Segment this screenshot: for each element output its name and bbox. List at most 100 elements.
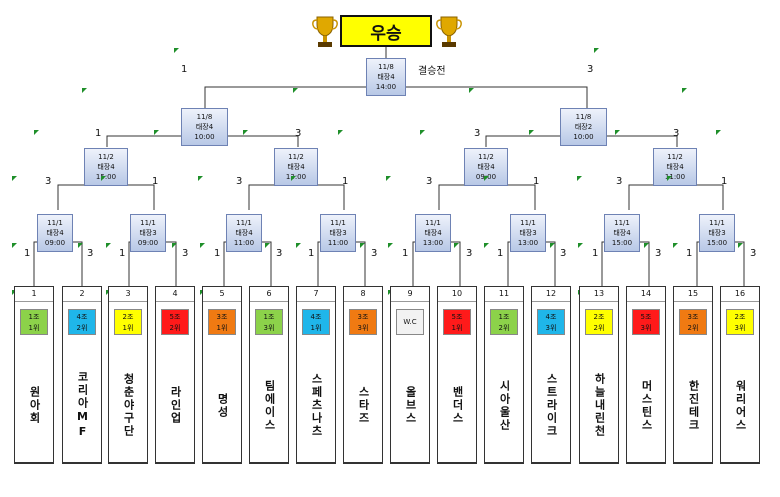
group-label: 5조 bbox=[640, 313, 652, 321]
marker-triangle bbox=[172, 243, 177, 248]
team-number: 2 bbox=[63, 287, 101, 302]
champion-box: 우승 bbox=[340, 15, 432, 47]
match-date: 11/2 bbox=[98, 153, 114, 161]
score-number: 1 bbox=[308, 248, 315, 259]
score-number: 3 bbox=[426, 176, 433, 187]
match-time: 13:00 bbox=[517, 239, 539, 247]
match-venue: 태장4 bbox=[424, 229, 442, 237]
score-number: 1 bbox=[119, 248, 126, 259]
score-number: 3 bbox=[616, 176, 623, 187]
marker-triangle bbox=[716, 130, 721, 135]
match-time: 15:00 bbox=[706, 239, 728, 247]
group-rank: 3위 bbox=[545, 324, 557, 332]
score-number: 1 bbox=[24, 248, 31, 259]
marker-triangle bbox=[529, 130, 534, 135]
score-number: 3 bbox=[466, 248, 473, 259]
score-number: 3 bbox=[87, 248, 94, 259]
team-name: 스타즈 bbox=[357, 386, 370, 425]
score-number: 1 bbox=[533, 176, 540, 187]
marker-triangle bbox=[386, 176, 391, 181]
group-rank: 2위 bbox=[169, 324, 181, 332]
score-number: 1 bbox=[686, 248, 693, 259]
group-rank: 1위 bbox=[451, 324, 463, 332]
marker-triangle bbox=[594, 48, 599, 53]
score-number: 1 bbox=[181, 64, 188, 75]
marker-triangle bbox=[577, 176, 582, 181]
team-name: 워리어스 bbox=[734, 379, 747, 432]
marker-triangle bbox=[101, 176, 106, 181]
match-time: 13:00 bbox=[285, 173, 307, 181]
marker-triangle bbox=[82, 88, 87, 93]
match-date: 11/1 bbox=[614, 219, 630, 227]
score-number: 3 bbox=[560, 248, 567, 259]
group-label: 1조 bbox=[28, 313, 40, 321]
team-name: 머스틴스 bbox=[640, 379, 653, 432]
group-label: 5조 bbox=[451, 313, 463, 321]
group-rank: 1위 bbox=[216, 324, 228, 332]
marker-triangle bbox=[243, 130, 248, 135]
match-date: 11/1 bbox=[330, 219, 346, 227]
match-date: 11/1 bbox=[236, 219, 252, 227]
score-number: 1 bbox=[497, 248, 504, 259]
score-number: 3 bbox=[45, 176, 52, 187]
group-rank: 1위 bbox=[310, 324, 322, 332]
match-date: 11/8 bbox=[196, 113, 213, 121]
team-number: 7 bbox=[297, 287, 335, 302]
marker-triangle bbox=[34, 130, 39, 135]
match-time: 15:00 bbox=[611, 239, 633, 247]
score-number: 3 bbox=[673, 128, 680, 139]
marker-triangle bbox=[550, 243, 555, 248]
team-name: 청춘야구단 bbox=[122, 373, 135, 438]
group-label: 4조 bbox=[545, 313, 557, 321]
group-label: 3조 bbox=[357, 313, 369, 321]
team-name: 한진테크 bbox=[687, 379, 700, 432]
team-number: 9 bbox=[391, 287, 429, 302]
group-badge: W.C bbox=[396, 309, 424, 335]
score-number: 1 bbox=[342, 176, 349, 187]
score-number: 1 bbox=[592, 248, 599, 259]
marker-triangle bbox=[578, 243, 583, 248]
marker-triangle bbox=[12, 176, 17, 181]
match-date: 11/8 bbox=[575, 113, 592, 121]
team-number: 14 bbox=[627, 287, 665, 302]
match-date: 11/2 bbox=[478, 153, 494, 161]
group-label: 1조 bbox=[498, 313, 510, 321]
match-time: 10:00 bbox=[573, 133, 594, 141]
team-name: 올브스 bbox=[404, 386, 417, 425]
score-number: 3 bbox=[182, 248, 189, 259]
group-label: 1조 bbox=[263, 313, 275, 321]
score-number: 1 bbox=[152, 176, 159, 187]
match-venue: 태장3 bbox=[708, 229, 726, 237]
match-time: 09:00 bbox=[137, 239, 159, 247]
trophy-icon bbox=[312, 16, 338, 47]
group-rank: 3위 bbox=[734, 324, 746, 332]
marker-triangle bbox=[673, 243, 678, 248]
score-number: 1 bbox=[402, 248, 409, 259]
match-venue: 태장4 bbox=[477, 163, 495, 171]
marker-triangle bbox=[484, 243, 489, 248]
match-date: 11/1 bbox=[709, 219, 725, 227]
marker-triangle bbox=[360, 243, 365, 248]
score-number: 3 bbox=[371, 248, 378, 259]
team-number: 6 bbox=[250, 287, 288, 302]
team-number: 16 bbox=[721, 287, 759, 302]
